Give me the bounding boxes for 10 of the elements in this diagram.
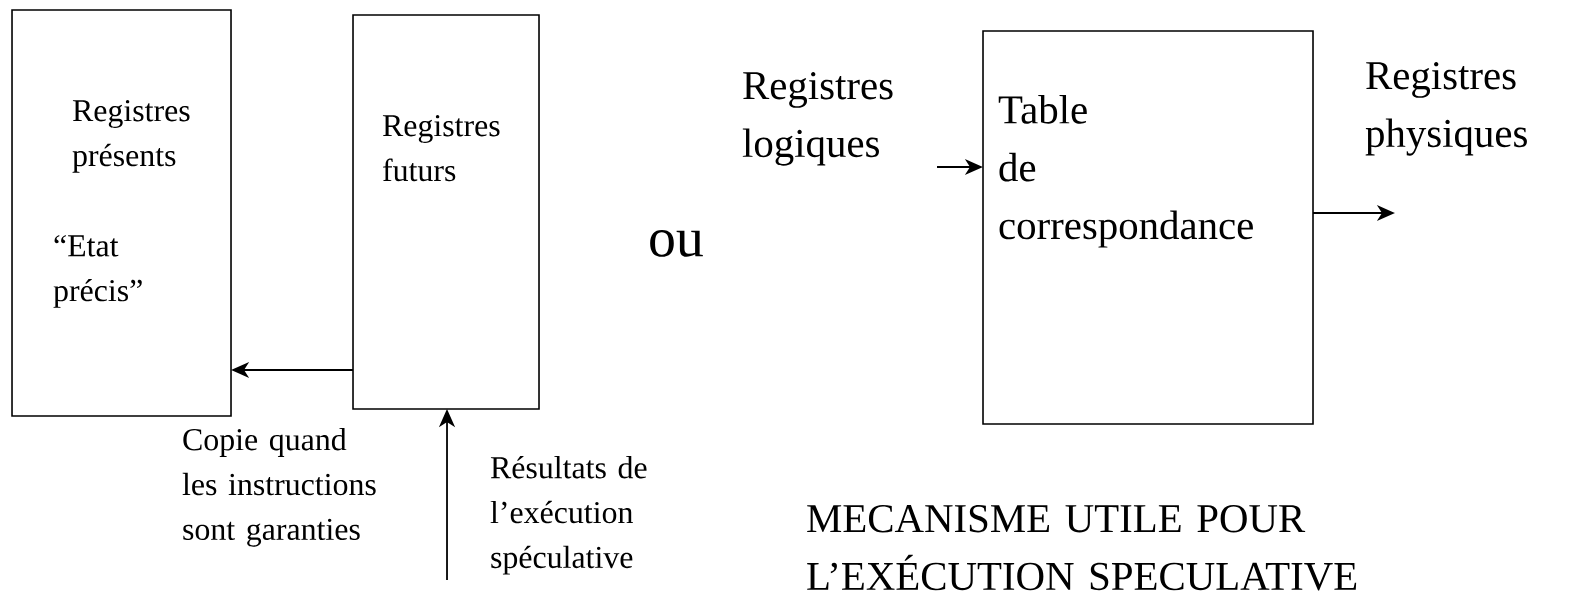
box-label: Registres présents	[72, 100, 190, 173]
box-label: Registres futurs	[382, 115, 500, 182]
note-text: Copie quand les instructions sont garanties	[182, 428, 376, 547]
register-label: Registres physiques	[1365, 62, 1527, 156]
box-label: “Etat précis”	[53, 235, 142, 308]
letter-label: ou	[650, 230, 703, 257]
register-label: Registres logiques	[742, 72, 893, 166]
note-text: Résultats de l’exécution spéculative	[490, 456, 647, 575]
box-label: Table de correspondance	[998, 95, 1253, 248]
caption-text: MECANISME UTILE POUR L’EXÉCUTION SPECULATIVE	[807, 505, 1357, 591]
